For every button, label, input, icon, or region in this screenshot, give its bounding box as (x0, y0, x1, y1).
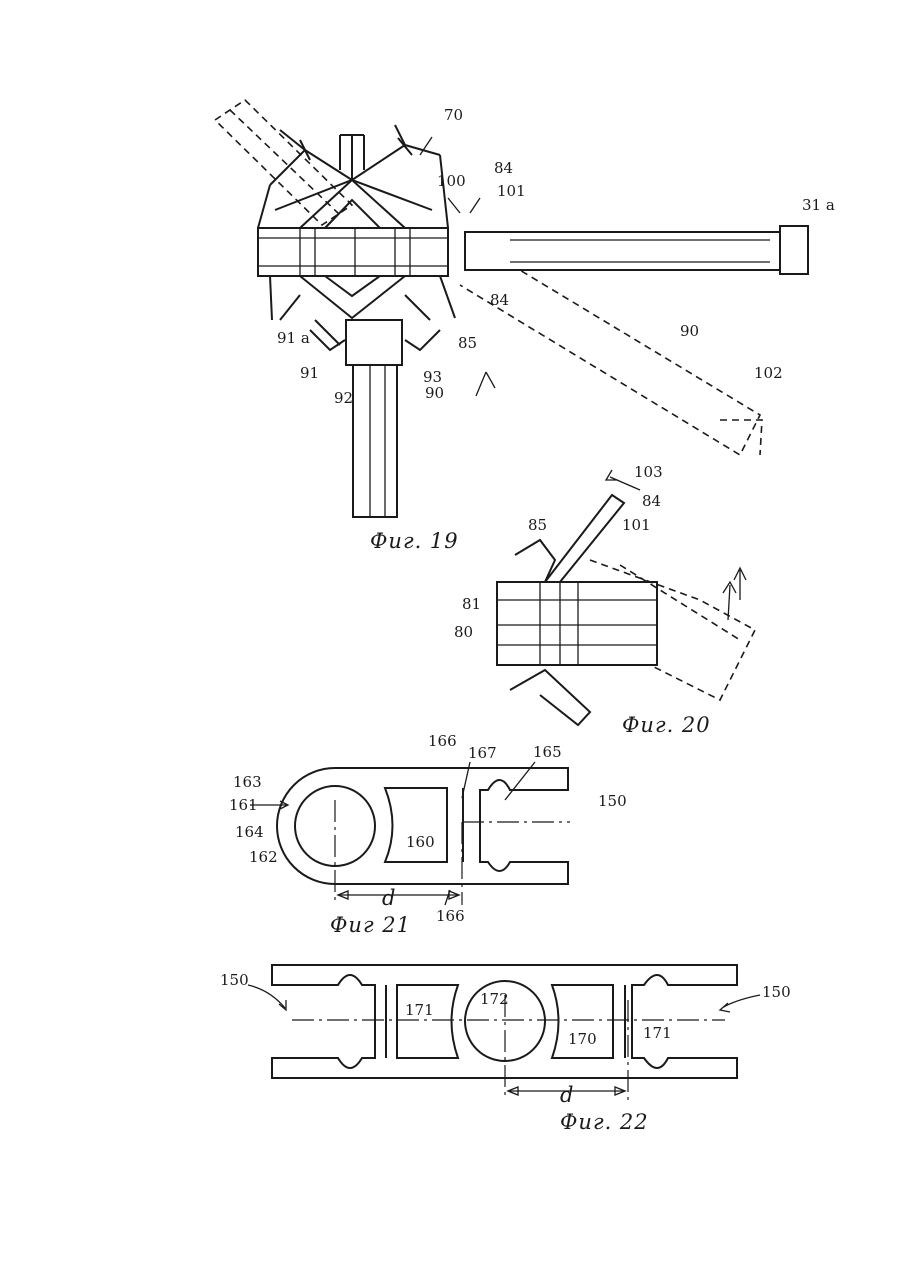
fig21-label-165: 165 (533, 743, 562, 761)
fig19-label-70: 70 (444, 106, 463, 124)
fig21-dimension-d: d (382, 886, 396, 910)
fig20-label-80: 80 (454, 623, 473, 641)
fig19-label-90b: 90 (425, 384, 444, 402)
fig19-label-91: 91 (300, 364, 319, 382)
fig20-label-101: 101 (622, 516, 651, 534)
fig19-label-91a: 91 а (277, 329, 310, 347)
fig21-label-166a: 166 (428, 732, 457, 750)
fig19-label-31a: 31 а (802, 196, 835, 214)
figure-19: 70 84 100 101 31 а 84 91 а 85 90 102 91 … (215, 100, 835, 553)
figure-21: 166 167 165 163 150 161 164 160 162 d 16… (229, 732, 627, 937)
fig19-star-hub (258, 125, 455, 350)
fig22-dimension-d: d (560, 1083, 574, 1107)
fig19-caption: Фиг. 19 (370, 529, 459, 553)
fig22-label-150a: 150 (220, 971, 249, 989)
fig19-bottom-handle (346, 320, 402, 517)
fig21-caption: Фиг 21 (330, 913, 411, 937)
fig22-label-150b: 150 (762, 983, 791, 1001)
fig22-label-171a: 171 (405, 1001, 434, 1019)
fig19-label-90a: 90 (680, 322, 699, 340)
fig22-caption: Фиг. 22 (560, 1110, 649, 1134)
figure-22: 150 150 171 172 170 171 d Фиг. 22 (220, 965, 791, 1134)
fig21-label-166b: 166 (436, 907, 465, 925)
fig20-label-103: 103 (634, 463, 663, 481)
fig19-label-92: 92 (334, 389, 353, 407)
fig21-label-163: 163 (233, 773, 262, 791)
fig21-label-161: 161 (229, 796, 258, 814)
fig19-label-102: 102 (754, 364, 783, 382)
fig20-label-81: 81 (462, 595, 481, 613)
fig21-label-162: 162 (249, 848, 278, 866)
figure-20: 103 84 85 101 81 80 Фиг. 20 (454, 463, 755, 737)
fig19-label-84b: 84 (490, 291, 509, 309)
fig19-dashed-right-tube (460, 240, 760, 455)
fig20-caption: Фиг. 20 (622, 713, 711, 737)
fig21-label-167: 167 (468, 744, 497, 762)
fig21-label-160: 160 (406, 833, 435, 851)
fig20-label-84: 84 (642, 492, 661, 510)
fig22-label-172: 172 (480, 990, 509, 1008)
fig19-label-100: 100 (437, 172, 466, 190)
fig19-label-101: 101 (497, 182, 526, 200)
fig21-label-150: 150 (598, 792, 627, 810)
fig19-label-85: 85 (458, 334, 477, 352)
fig19-right-tube (465, 226, 808, 274)
fig21-label-164: 164 (235, 823, 264, 841)
fig22-label-170: 170 (568, 1030, 597, 1048)
fig22-label-171b: 171 (643, 1024, 672, 1042)
fig20-label-85: 85 (528, 516, 547, 534)
fig19-label-84a: 84 (494, 159, 513, 177)
